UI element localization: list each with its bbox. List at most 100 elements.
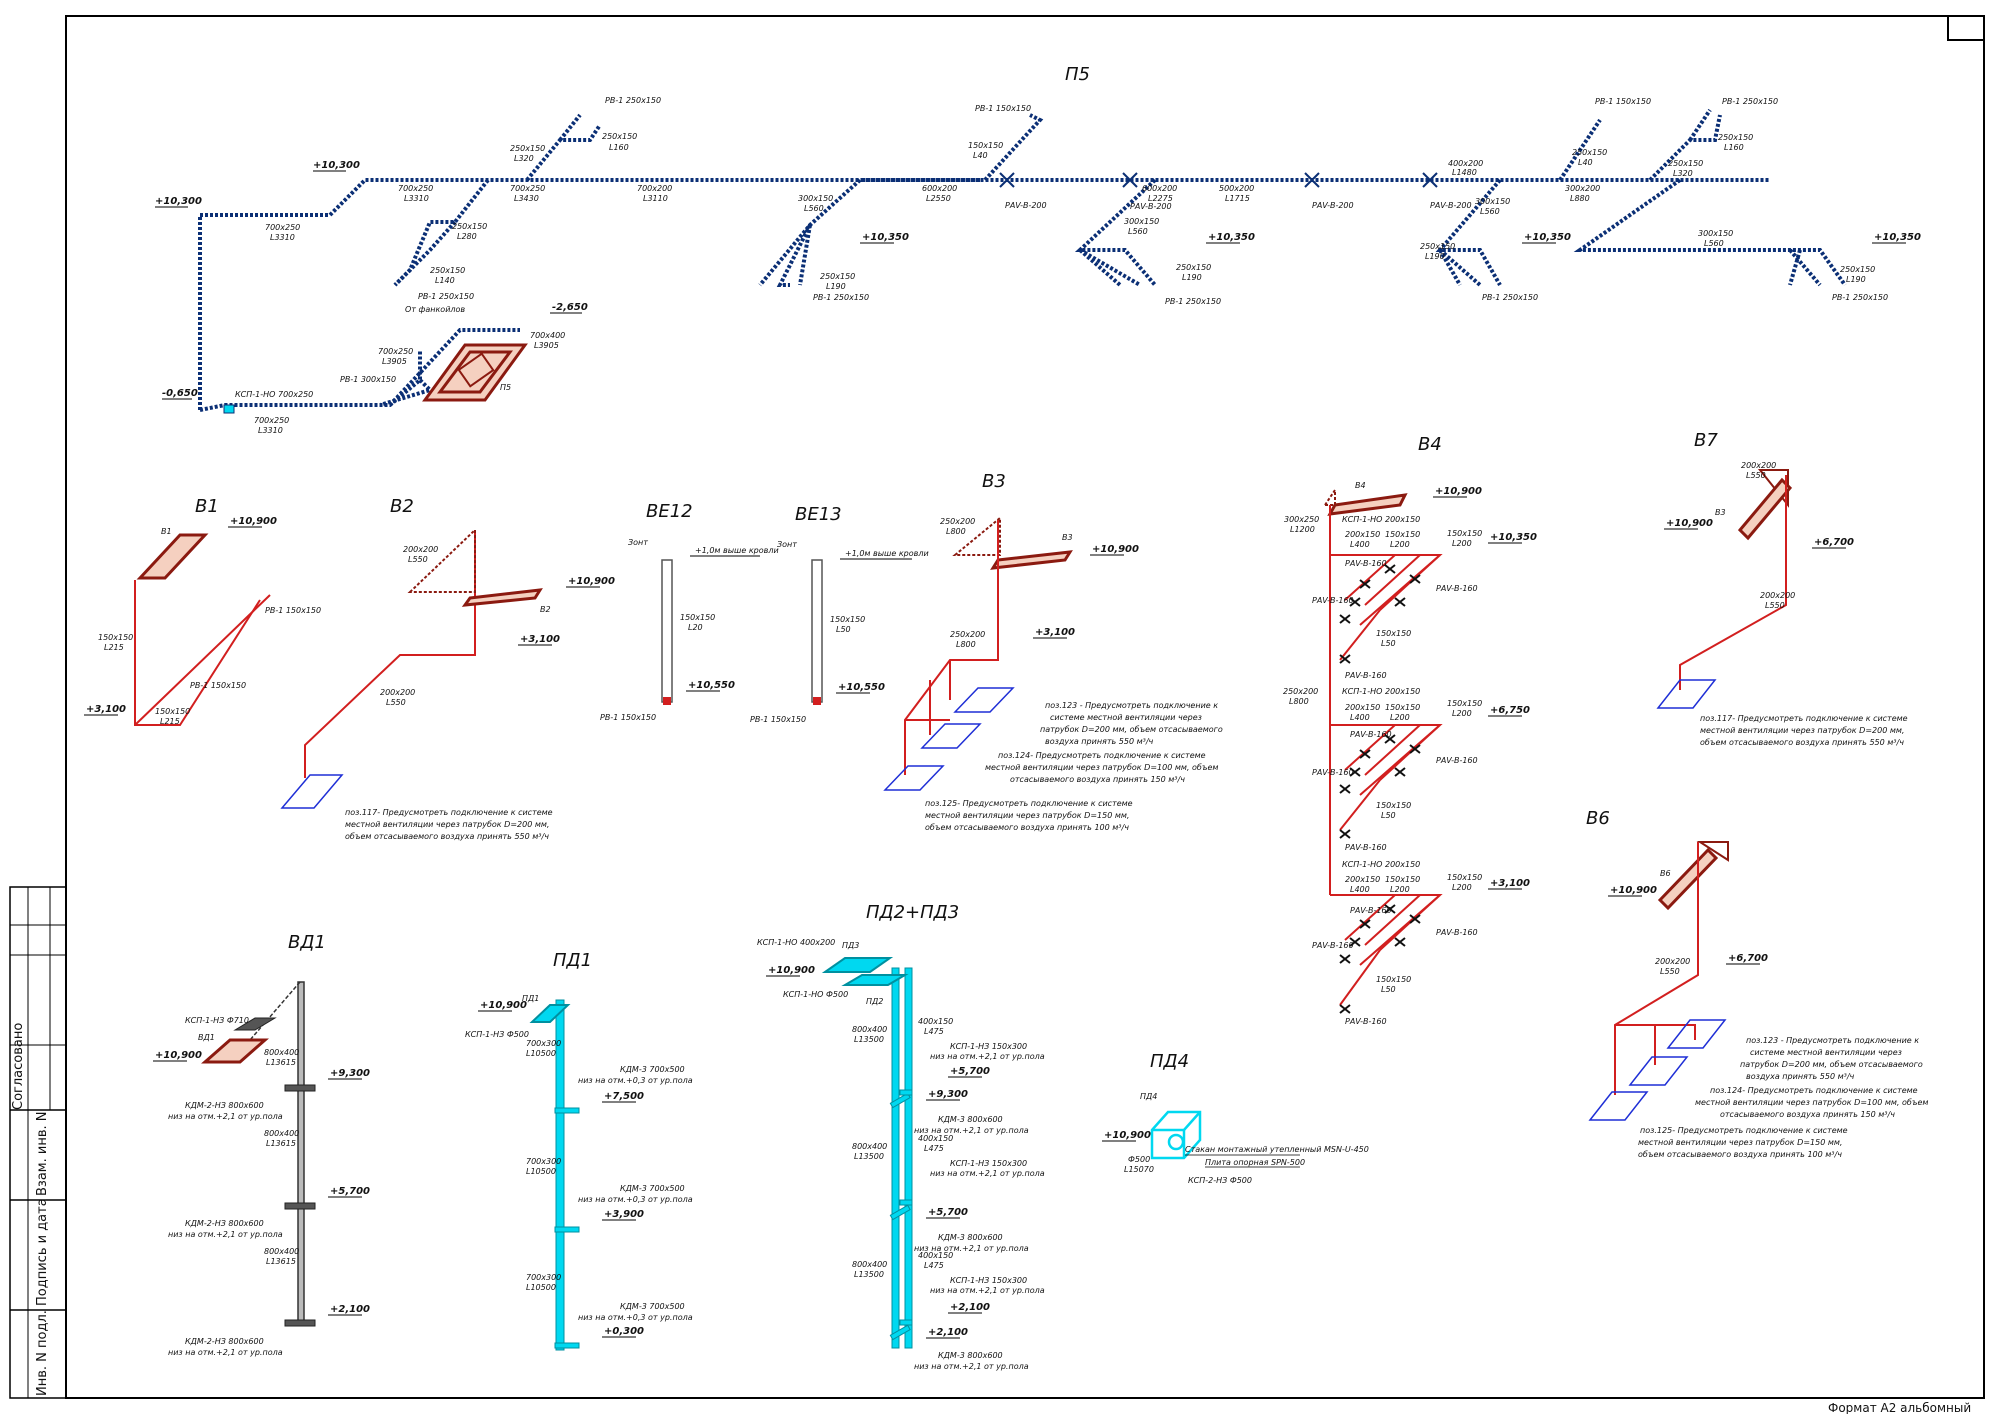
b2-label: L550 — [386, 698, 406, 707]
level-mark: +10,900 — [230, 516, 277, 527]
b4-label: L50 — [1381, 985, 1396, 994]
b4-title: В4 — [1418, 434, 1442, 455]
bd1-label: 800х400 — [264, 1247, 299, 1256]
duct-label: РВ-1 300х150 — [340, 375, 396, 384]
pd23-label: 800х400 — [852, 1025, 887, 1034]
pd1-label: 700х300 — [526, 1157, 561, 1166]
pd23-label: низ на отм.+2,1 от ур.пола — [914, 1362, 1029, 1371]
level-mark: +2,100 — [928, 1327, 968, 1338]
b4-label: L200 — [1452, 883, 1472, 892]
b2-unit — [461, 588, 543, 607]
b3-note: местной вентиляции через патрубок D=100 … — [985, 763, 1218, 772]
b1-duct — [134, 594, 271, 726]
duct-label: РВ-1 150х150 — [1595, 97, 1651, 106]
format-label: Формат А2 альбомный — [1828, 1401, 1971, 1414]
be13-label: L50 — [836, 625, 851, 634]
pd23-label: КСП-1-НЗ 150х300 — [950, 1159, 1027, 1168]
b4-label: РАV-В-160 — [1436, 928, 1478, 937]
bd1-label: КДМ-2-НЗ 800х600 — [185, 1101, 264, 1110]
level-mark: -0,650 — [162, 388, 198, 399]
b4-label: КСП-1-НО 200х150 — [1342, 515, 1420, 524]
duct-label: 300х150 — [798, 194, 833, 203]
b1-label: L215 — [160, 717, 180, 726]
b3-note: системе местной вентиляции через — [1050, 713, 1202, 722]
b4-label: РАV-В-160 — [1345, 843, 1387, 852]
level-mark: +10,350 — [1874, 232, 1921, 243]
duct-label: 700х250 — [398, 184, 433, 193]
system-b6: В6 +10,900 +6,700 В6 200х200 L550 поз.12… — [1586, 808, 1928, 1159]
b3-note: отсасываемого воздуха принять 150 м³/ч — [1010, 775, 1185, 784]
duct-label: 500х200 — [1219, 184, 1254, 193]
b1-label: 150х150 — [155, 707, 190, 716]
duct-label: 250х150 — [1668, 159, 1703, 168]
pd1-title: ПД1 — [553, 950, 592, 971]
p5-title: П5 — [1065, 64, 1090, 85]
pd23-label: КДМ-3 800х600 — [938, 1233, 1003, 1242]
duct-label: L190 — [1846, 275, 1866, 284]
pd4-title: ПД4 — [1150, 1051, 1189, 1072]
b6-label: L550 — [1660, 967, 1680, 976]
pd4-fan-box — [1150, 1110, 1202, 1160]
level-mark: +3,100 — [520, 634, 560, 645]
b6-note: местной вентиляции через патрубок D=150 … — [1638, 1138, 1842, 1147]
system-pd23: ПД2+ПД3 +10,900 +5,700 +9,300 +5,700 +2,… — [757, 902, 1045, 1371]
bd1-label: КДМ-2-НЗ 800х600 — [185, 1337, 264, 1346]
b4-label: РАV-В-160 — [1350, 730, 1392, 739]
level-mark: +5,700 — [928, 1207, 968, 1218]
duct-label: РВ-1 250х150 — [418, 292, 474, 301]
b6-note: местной вентиляции через патрубок D=100 … — [1695, 1098, 1928, 1107]
b4-label: РАV-В-160 — [1312, 941, 1354, 950]
b4-label: L400 — [1350, 885, 1370, 894]
duct-label: L3905 — [382, 357, 407, 366]
pd23-label: L475 — [924, 1144, 944, 1153]
duct-label: L880 — [1570, 194, 1590, 203]
pd23-label: L13500 — [854, 1270, 884, 1279]
pd3-fan — [821, 957, 894, 973]
b2-title: В2 — [390, 496, 414, 517]
duct-label: 700х250 — [378, 347, 413, 356]
pd23-label: L13500 — [854, 1035, 884, 1044]
b4-label: РАV-В-160 — [1436, 584, 1478, 593]
duct-label: L3310 — [270, 233, 295, 242]
local-exhaust-hood — [1666, 1019, 1727, 1049]
b1-unit — [136, 533, 209, 580]
level-mark: +10,900 — [1610, 885, 1657, 896]
b7-note: объем отсасываемого воздуха принять 550 … — [1700, 738, 1904, 747]
pd2-fan — [841, 974, 909, 986]
level-mark: +10,350 — [1208, 232, 1255, 243]
duct-label: КСП-1-НО 700х250 — [235, 390, 313, 399]
b4-label: 150х150 — [1447, 873, 1482, 882]
b3-note: патрубок D=200 мм, объем отсасываемого — [1040, 725, 1223, 734]
bd1-label: L13615 — [266, 1257, 296, 1266]
be12-label: РВ-1 150х150 — [600, 713, 656, 722]
pd23-riser — [904, 967, 913, 1349]
pd1-label: КДМ-3 700х500 — [620, 1184, 685, 1193]
duct-label: 600х200 — [1142, 184, 1177, 193]
pd4-label: Плита опорная SPN-500 — [1205, 1158, 1305, 1167]
b3-triangle — [952, 515, 1001, 556]
duct-label: РВ-1 250х150 — [1482, 293, 1538, 302]
b3-note: местной вентиляции через патрубок D=150 … — [925, 811, 1129, 820]
b4-unit — [1327, 493, 1408, 516]
b4-label: 150х150 — [1447, 699, 1482, 708]
be13-label: РВ-1 150х150 — [750, 715, 806, 724]
level-mark: +10,900 — [1104, 1130, 1151, 1141]
b4-dampers — [1339, 564, 1421, 1014]
b4-label: 150х150 — [1447, 529, 1482, 538]
pd4-label: L15070 — [1124, 1165, 1154, 1174]
b2-note: местной вентиляции через патрубок D=200 … — [345, 820, 549, 829]
system-bd1: ВД1 +10,900 +9,300 +5,700 +2,100 КСП-1-Н… — [153, 932, 370, 1357]
b4-label: L200 — [1452, 709, 1472, 718]
level-mark: +3,900 — [604, 1209, 644, 1220]
system-be12: ВЕ12 +1,0м выше кровли +10,550 Зонт 150х… — [600, 501, 779, 722]
system-be13: ВЕ13 +1,0м выше кровли +10,550 Зонт 150х… — [750, 504, 929, 724]
b1-label: 150х150 — [98, 633, 133, 642]
bd1-label: 800х400 — [264, 1048, 299, 1057]
b6-note: объем отсасываемого воздуха принять 100 … — [1638, 1150, 1842, 1159]
system-p5: П5 — [155, 64, 1921, 435]
pd23-label: 800х400 — [852, 1142, 887, 1151]
b4-label: 250х200 — [1283, 687, 1318, 696]
b4-label: РАV-В-160 — [1436, 756, 1478, 765]
pd23-label: L475 — [924, 1261, 944, 1270]
